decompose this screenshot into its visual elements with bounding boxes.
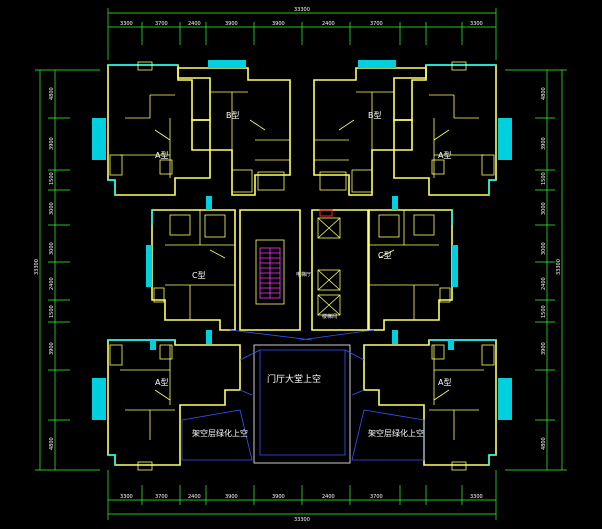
dim-bottom-total: 33300	[294, 517, 310, 523]
core	[239, 209, 369, 331]
dim-left-seg: 4800	[49, 437, 55, 450]
label-unit-b-l: B型	[226, 111, 240, 120]
dim-bottom-seg: 3700	[155, 494, 168, 500]
dim-right-seg: 3900	[541, 137, 547, 150]
label-unit-a-bl: A型	[155, 378, 168, 387]
dim-top-seg: 2400	[188, 21, 201, 27]
dimension-texts: 33300 3300 3700 2400 3900 3900 2400 3700…	[34, 7, 562, 523]
dim-left-seg: 3900	[49, 342, 55, 355]
dim-right-seg: 3900	[541, 342, 547, 355]
label-unit-c-l: C型	[192, 271, 206, 280]
dim-bottom-seg: 3300	[470, 494, 483, 500]
dimension-lines	[35, 8, 567, 520]
dim-right-seg: 1500	[541, 305, 547, 318]
dim-bottom-seg: 3900	[272, 494, 285, 500]
room-labels: A型 A型 B型 B型 C型 C型 A型 A型 电梯厅 楼梯间 门厅大堂上空 架…	[155, 111, 451, 438]
dim-top-seg: 3700	[155, 21, 168, 27]
dim-bottom-seg: 3700	[370, 494, 383, 500]
window-accents	[150, 196, 454, 350]
dim-top-seg: 3900	[225, 21, 238, 27]
dim-top-total: 33300	[294, 7, 310, 13]
label-unit-c-r: C型	[378, 251, 392, 260]
dim-top-seg: 3700	[370, 21, 383, 27]
voids	[181, 329, 425, 464]
dim-top-seg: 3300	[470, 21, 483, 27]
label-garden-void-left: 架空层绿化上空	[192, 428, 248, 438]
label-unit-b-r: B型	[368, 111, 382, 120]
dim-bottom-seg: 3300	[120, 494, 133, 500]
dim-top-seg: 3900	[272, 21, 285, 27]
dim-bottom-seg: 3900	[225, 494, 238, 500]
dim-right-seg: 3000	[541, 202, 547, 215]
dim-left-seg: 3000	[49, 242, 55, 255]
dim-bottom-seg: 2400	[322, 494, 335, 500]
dim-left-seg: 3900	[49, 137, 55, 150]
label-garden-void-right: 架空层绿化上空	[368, 428, 424, 438]
label-unit-a-tr: A型	[438, 151, 451, 160]
dim-right-seg: 4800	[541, 87, 547, 100]
label-unit-a-br: A型	[438, 378, 451, 387]
dim-left-seg: 3000	[49, 202, 55, 215]
unit-b-top-right	[313, 60, 427, 196]
label-stair-room: 楼梯间	[322, 313, 337, 320]
dim-right-seg: 3000	[541, 242, 547, 255]
dim-right-seg: 2400	[541, 277, 547, 290]
dim-right-seg: 4800	[541, 437, 547, 450]
label-corridor: 电梯厅	[296, 271, 311, 278]
unit-a-bottom-left	[92, 339, 241, 471]
unit-c-right	[368, 209, 458, 331]
dim-top-seg: 2400	[322, 21, 335, 27]
dim-left-total: 33300	[34, 259, 40, 275]
dim-left-seg: 2400	[49, 277, 55, 290]
unit-b-top-left	[177, 60, 291, 196]
label-lobby-void: 门厅大堂上空	[267, 373, 321, 385]
dim-right-total: 33300	[556, 259, 562, 275]
stair	[259, 247, 281, 299]
dim-left-seg: 4800	[49, 87, 55, 100]
dim-left-seg: 1500	[49, 305, 55, 318]
dim-left-seg: 1500	[49, 172, 55, 185]
dim-right-seg: 1500	[541, 172, 547, 185]
dim-top-seg: 3300	[120, 21, 133, 27]
label-unit-a-tl: A型	[155, 151, 168, 160]
unit-a-bottom-right	[363, 339, 512, 471]
dim-bottom-seg: 2400	[188, 494, 201, 500]
unit-c-left	[146, 209, 236, 331]
